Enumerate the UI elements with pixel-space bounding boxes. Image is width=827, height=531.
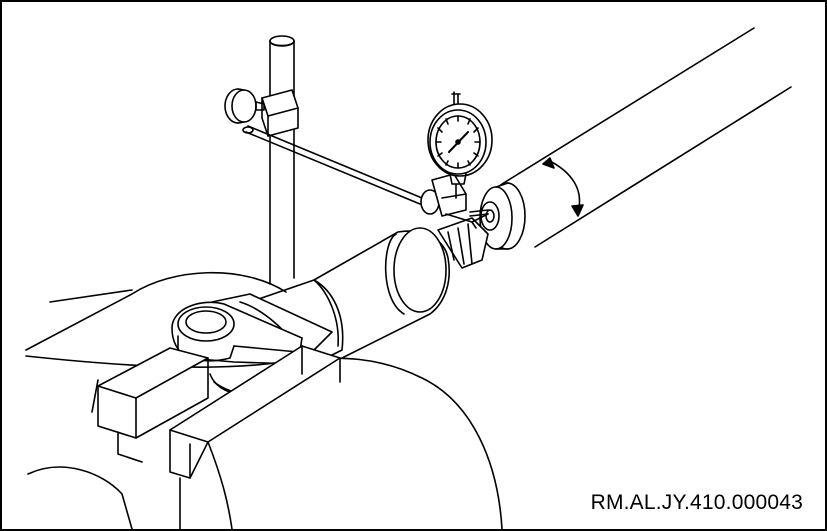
figure-reference-code: RM.AL.JY.410.000043 <box>590 491 803 514</box>
dial-indicator-icon <box>427 91 493 199</box>
shaft <box>501 27 792 248</box>
indicator-holder <box>420 173 489 229</box>
stand-clamp <box>224 88 299 137</box>
housing <box>211 217 489 363</box>
stand-post <box>269 35 295 285</box>
v-block <box>25 271 503 529</box>
double-arrow-icon <box>542 157 584 217</box>
indicator-plunger <box>469 209 489 217</box>
indicator-arm <box>245 125 423 205</box>
